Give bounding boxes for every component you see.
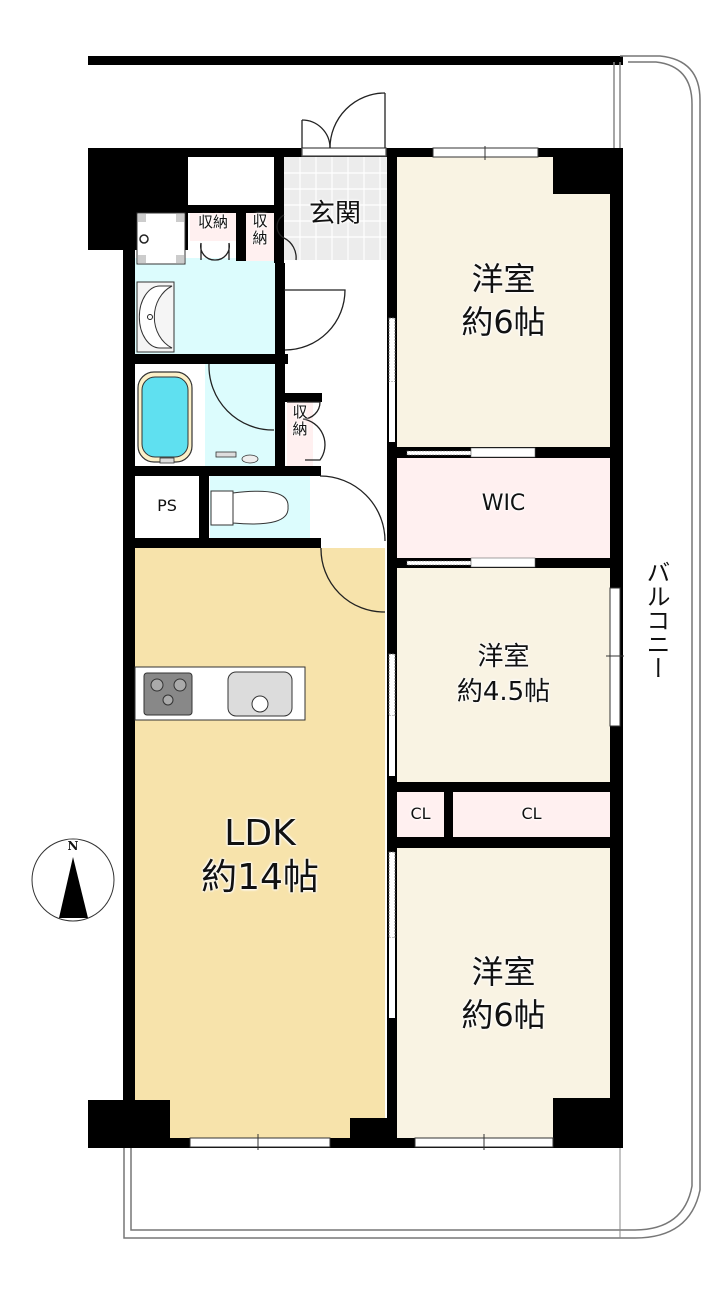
balcony-outline-inner bbox=[130, 61, 693, 1231]
west-wall bbox=[123, 148, 135, 1148]
column-se bbox=[553, 1098, 623, 1148]
room-north-name: 洋室 bbox=[471, 260, 536, 298]
storage-label-2: 収 納 bbox=[252, 212, 268, 247]
room-north-size: 約6帖 bbox=[461, 303, 546, 341]
ldk-fill bbox=[135, 548, 385, 1140]
room-south-size: 約6帖 bbox=[461, 996, 546, 1034]
north-wall bbox=[188, 148, 623, 157]
room-middle-fill bbox=[397, 568, 610, 782]
storage-label-3: 収 納 bbox=[292, 403, 308, 438]
wic-fill bbox=[397, 458, 610, 558]
room-south-name: 洋室 bbox=[471, 953, 536, 991]
entrance-label: 玄関 bbox=[308, 199, 361, 229]
corridor-wall bbox=[88, 56, 623, 65]
closet-small-label: CL bbox=[410, 804, 431, 823]
room-middle-name: 洋室 bbox=[477, 642, 530, 672]
ldk-name: LDK bbox=[224, 813, 296, 854]
ldk-size: 約14帖 bbox=[201, 857, 319, 898]
room-north-fill bbox=[397, 157, 610, 447]
compass-arrow bbox=[59, 857, 88, 918]
room-south-fill bbox=[397, 848, 610, 1138]
compass-north-label: N bbox=[67, 839, 79, 853]
storage-label-1: 収納 bbox=[197, 213, 228, 231]
room-middle-size: 約4.5帖 bbox=[456, 677, 551, 707]
spine-wall bbox=[387, 148, 397, 1148]
balcony-outline-outer bbox=[123, 55, 701, 1239]
closet-large-label: CL bbox=[521, 804, 542, 823]
entrance-tile bbox=[284, 157, 387, 260]
south-wall bbox=[123, 1138, 623, 1148]
ps-label: PS bbox=[157, 496, 177, 515]
wic-label: WIC bbox=[481, 491, 526, 516]
balcony-label: バルコニー bbox=[642, 560, 670, 680]
